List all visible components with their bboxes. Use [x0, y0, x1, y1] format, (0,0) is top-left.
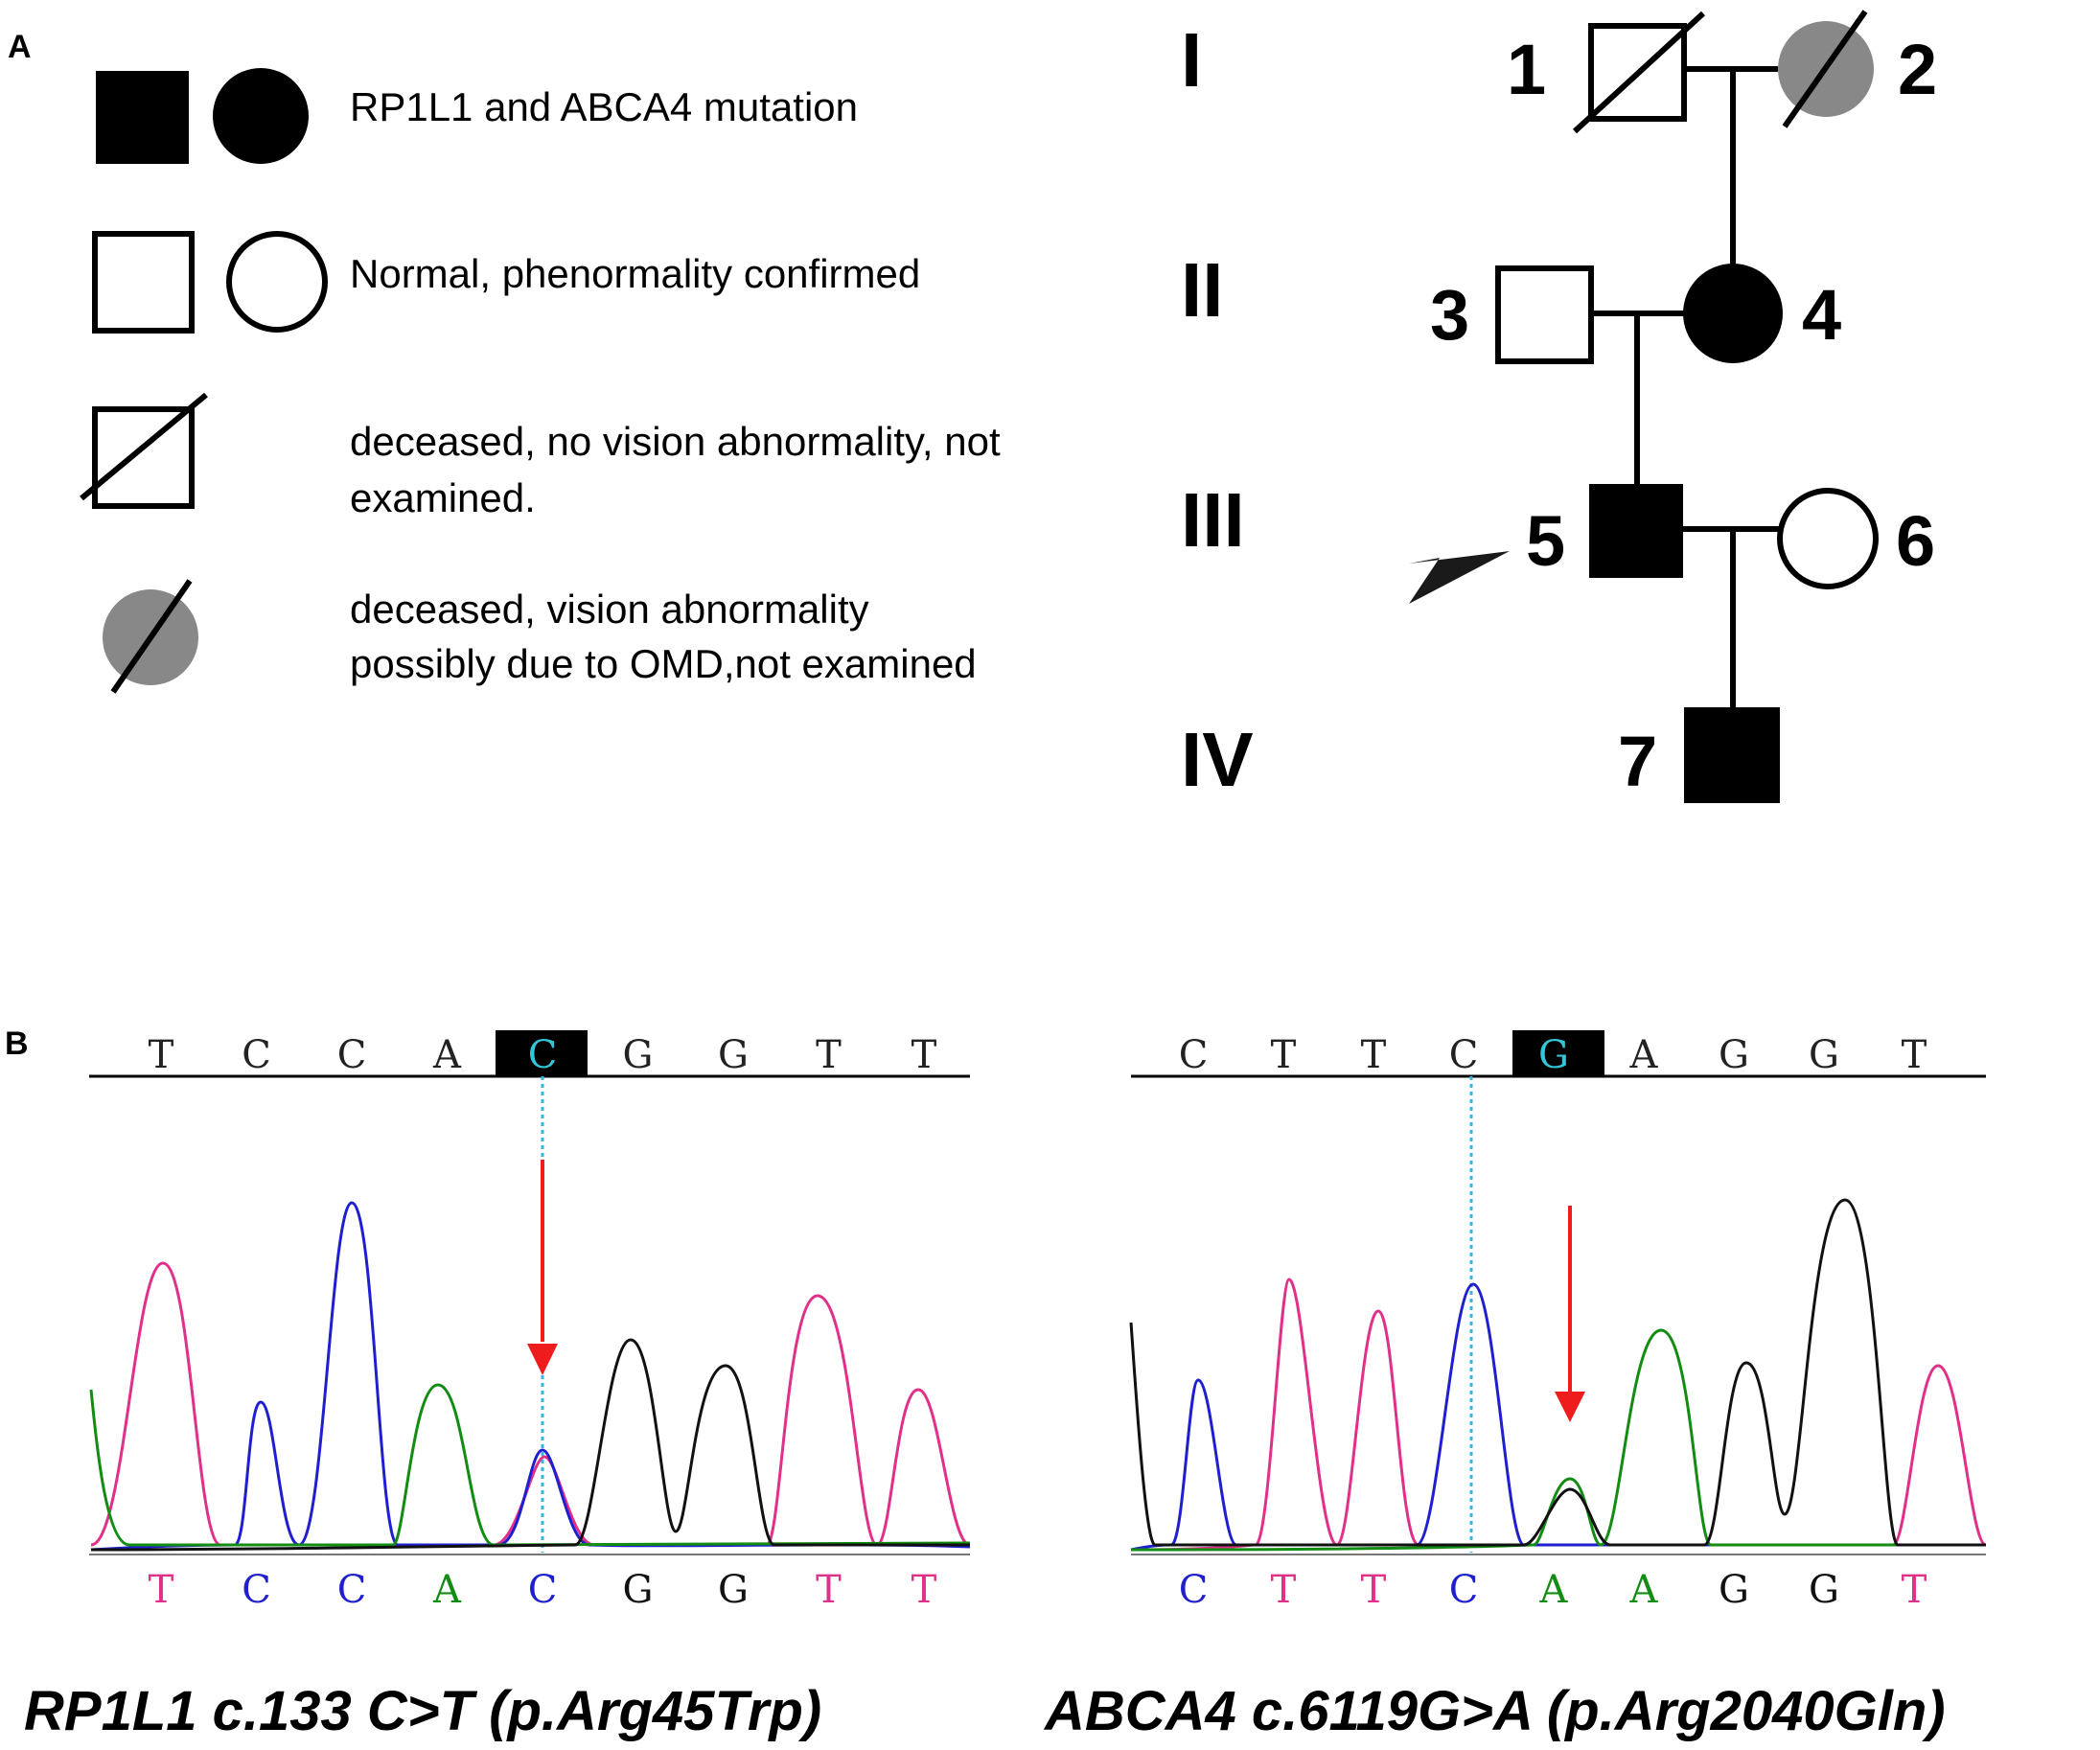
left-trace-T — [90, 1261, 971, 1547]
left-reference-base-7: G — [718, 1033, 749, 1077]
right-reference-base-7: G — [1719, 1033, 1749, 1077]
individual-7-label: 7 — [1618, 722, 1657, 801]
individual-3-symbol — [1495, 265, 1594, 364]
panel-a-label: A — [8, 29, 32, 65]
chromatogram-right-traces — [1129, 1198, 1987, 1552]
pedigree: I II III IV 1 2 3 4 5 6 7 — [1181, 10, 1937, 803]
left-reference-base-4: A — [432, 1033, 462, 1077]
right-called-base-8: G — [1809, 1568, 1839, 1612]
chromatogram-left-traces — [89, 1201, 971, 1552]
right-reference-base-4: C — [1449, 1033, 1479, 1077]
left-called-base-7: G — [718, 1568, 749, 1612]
right-called-base-7: G — [1719, 1568, 1749, 1612]
individual-5-label: 5 — [1526, 501, 1565, 581]
left-reference-base-6: G — [623, 1033, 654, 1077]
left-reference-base-9: T — [912, 1033, 937, 1077]
individual-6-symbol — [1777, 488, 1879, 589]
right-called-base-1: C — [1179, 1568, 1209, 1612]
individual-5-symbol — [1589, 484, 1683, 578]
generation-label-4: IV — [1181, 717, 1254, 802]
legend-possible-slash — [110, 579, 193, 694]
right-called-base-3: T — [1361, 1568, 1387, 1612]
right-trace-A — [1130, 1328, 1986, 1552]
right-trace-C — [1130, 1282, 1986, 1552]
legend-text-possible-1: deceased, vision abnormality — [350, 587, 869, 632]
chromatogram-left-highlight-box — [496, 1030, 588, 1076]
right-reference-base-2: T — [1271, 1033, 1297, 1077]
right-trace-T — [1130, 1278, 1987, 1552]
left-trace-A — [89, 1383, 971, 1547]
left-called-base-8: T — [816, 1568, 842, 1612]
individual-6-label: 6 — [1896, 501, 1935, 581]
left-called-base-9: T — [912, 1568, 937, 1612]
legend-affected-square — [96, 71, 189, 164]
individual-2-label: 2 — [1898, 30, 1937, 109]
legend-affected-circle — [213, 68, 309, 164]
chromatogram-right-caption: ABCA4 c.6119G>A (p.Arg2040Gln) — [1043, 1680, 1946, 1742]
left-called-base-5: C — [528, 1568, 558, 1612]
right-called-base-2: T — [1271, 1568, 1297, 1612]
legend-text-possible-2: possibly due to OMD,not examined — [350, 641, 977, 686]
chromatogram-right: C T T C G A G G T C T T C A A G G T ABCA4 c.6119G>A (p.A… — [1043, 1030, 1987, 1742]
right-called-base-6: A — [1629, 1568, 1659, 1612]
right-called-base-4: C — [1449, 1568, 1479, 1612]
left-reference-base-8: T — [816, 1033, 842, 1077]
right-reference-base-6: A — [1629, 1033, 1659, 1077]
individual-2-deceased-slash — [1782, 10, 1868, 128]
legend-text-affected: RP1L1 and ABCA4 mutation — [350, 84, 858, 129]
right-called-base-9: T — [1902, 1568, 1927, 1612]
legend-deceased-square — [92, 406, 195, 509]
generation-label-2: II — [1181, 247, 1223, 333]
legend-deceased-slash — [80, 392, 208, 501]
right-reference-base-9: T — [1902, 1033, 1927, 1077]
individual-1-deceased-slash — [1572, 11, 1706, 134]
left-called-base-6: G — [623, 1568, 654, 1612]
legend-text-deceased-2: examined. — [350, 475, 536, 520]
individual-3-label: 3 — [1430, 275, 1469, 355]
legend-normal-square — [92, 231, 195, 334]
individual-1-label: 1 — [1507, 30, 1546, 109]
left-trace-C — [90, 1201, 971, 1552]
right-reference-base-1: C — [1179, 1033, 1209, 1077]
right-reference-base-3: T — [1361, 1033, 1387, 1077]
left-called-base-1: T — [149, 1568, 174, 1612]
left-reference-base-5: C — [528, 1033, 558, 1077]
left-reference-base-3: C — [337, 1033, 367, 1077]
individual-4-symbol — [1683, 264, 1783, 363]
chromatogram-left-caption: RP1L1 c.133 C>T (p.Arg45Trp) — [24, 1680, 821, 1742]
legend-text-normal: Normal, phenormality confirmed — [350, 251, 920, 296]
chromatogram-right-highlight-box — [1512, 1030, 1604, 1076]
legend-text-deceased-1: deceased, no vision abnormality, not — [350, 419, 1001, 464]
chromatogram-left: T C C A C G G T T T C C A C G G T T RP1L1 c.133 C>T (p.A… — [24, 1030, 971, 1742]
left-called-base-4: A — [432, 1568, 462, 1612]
left-called-base-3: C — [337, 1568, 367, 1612]
right-called-base-5: A — [1539, 1568, 1569, 1612]
right-reference-base-8: G — [1809, 1033, 1839, 1077]
chromatogram-right-mutation-arrowhead — [1555, 1392, 1585, 1422]
left-reference-base-1: T — [149, 1033, 174, 1077]
proband-arrow — [1409, 551, 1510, 604]
individual-4-label: 4 — [1802, 275, 1841, 355]
generation-label-3: III — [1181, 477, 1245, 563]
panel-b-label: B — [5, 1025, 29, 1062]
left-reference-base-2: C — [242, 1033, 271, 1077]
chromatogram-left-mutation-arrowhead — [527, 1344, 558, 1375]
legend-normal-circle — [226, 231, 328, 333]
right-reference-base-5: G — [1538, 1033, 1569, 1077]
individual-7-symbol — [1684, 707, 1780, 803]
right-trace-G — [1129, 1198, 1986, 1547]
left-called-base-2: C — [242, 1568, 271, 1612]
generation-label-1: I — [1181, 17, 1202, 103]
legend: RP1L1 and ABCA4 mutation Normal, phenorm… — [80, 68, 1001, 694]
left-trace-G — [90, 1338, 970, 1552]
